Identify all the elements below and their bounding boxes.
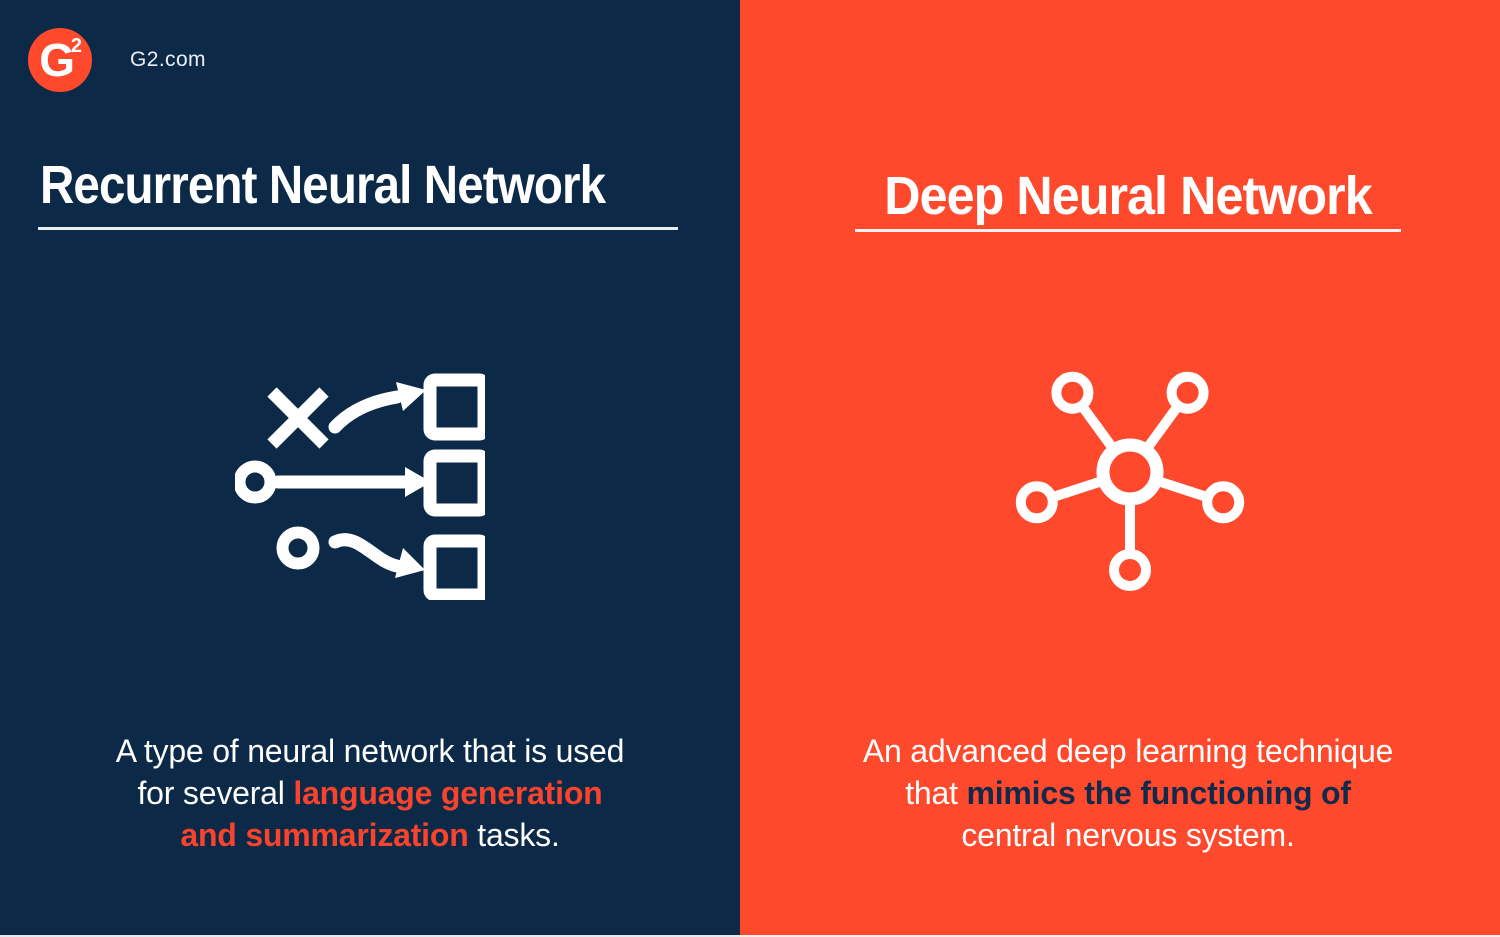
desc-highlight: mimics the functioning of (966, 775, 1351, 811)
desc-text: A type of neural network that is used (115, 733, 625, 769)
desc-text: An advanced deep learning technique (862, 733, 1394, 769)
desc-text: that (905, 775, 967, 811)
left-description: A type of neural network that is used fo… (0, 730, 740, 856)
left-panel-recurrent-neural-network: G 2 G2.com Recurrent Neural Network (0, 0, 740, 937)
right-description-line-1: An advanced deep learning technique (748, 730, 1500, 772)
left-panel-title: Recurrent Neural Network (40, 155, 606, 215)
right-description-line-2: that mimics the functioning of (748, 772, 1500, 814)
g2-logo-letter-g: G (39, 34, 76, 86)
left-description-line-1: A type of neural network that is used (0, 730, 740, 772)
desc-text: for several (137, 775, 294, 811)
desc-highlight: language generation (293, 775, 603, 811)
strategy-plan-icon (235, 373, 485, 600)
left-description-line-2: for several language generation (0, 772, 740, 814)
left-description-line-3: and summarization tasks. (0, 814, 740, 856)
g2-logo-digit-2: 2 (70, 35, 82, 57)
site-label: G2.com (130, 48, 206, 71)
bottom-edge-line (0, 935, 1500, 937)
left-title-underline (38, 227, 678, 230)
g2-logo-icon: G 2 (28, 28, 92, 92)
right-panel-title: Deep Neural Network (884, 166, 1372, 226)
network-hub-icon (1015, 371, 1245, 591)
desc-highlight: and summarization (180, 817, 469, 853)
desc-text: central nervous system. (961, 817, 1295, 853)
right-panel-deep-neural-network: Deep Neural Network An adv (740, 0, 1500, 937)
desc-text: tasks. (468, 817, 560, 853)
right-description: An advanced deep learning technique that… (748, 730, 1500, 856)
right-description-line-3: central nervous system. (748, 814, 1500, 856)
brand-header: G 2 G2.com (28, 28, 206, 92)
right-title-underline (855, 229, 1401, 232)
